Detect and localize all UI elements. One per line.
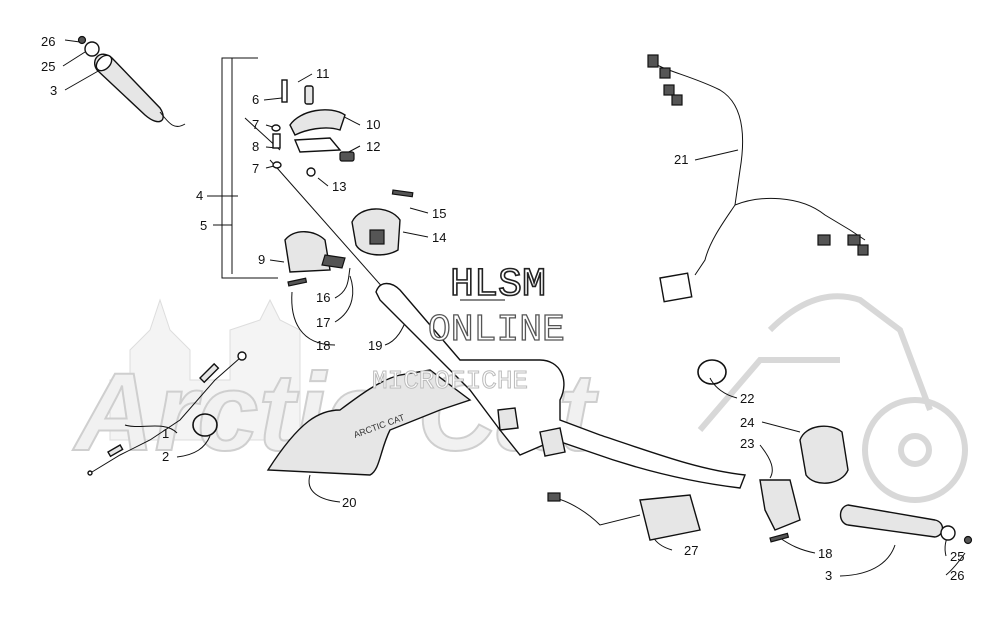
callout-9: 9 (258, 252, 265, 267)
callout-20: 20 (342, 495, 356, 510)
watermark-line-1: HLSM (450, 263, 546, 308)
callout-25-top: 25 (41, 59, 55, 74)
callout-8: 8 (252, 139, 259, 154)
wiring-harness (647, 54, 869, 303)
brake-lever-assembly (271, 79, 355, 287)
callout-7-lower: 7 (252, 161, 259, 176)
callout-10: 10 (366, 117, 380, 132)
watermark-line-3: MICROFICHE (372, 366, 528, 396)
callout-13: 13 (332, 179, 346, 194)
switch-housing (351, 189, 414, 256)
callout-21: 21 (674, 152, 688, 167)
callout-16: 16 (316, 290, 330, 305)
callout-12: 12 (366, 139, 380, 154)
callout-27: 27 (684, 543, 698, 558)
callout-15: 15 (432, 206, 446, 221)
handlebar (375, 282, 746, 489)
left-grip (77, 35, 186, 127)
callout-3-bottom: 3 (825, 568, 832, 583)
callout-19: 19 (368, 338, 382, 353)
callout-5: 5 (200, 218, 207, 233)
callout-23: 23 (740, 436, 754, 451)
callout-1: 1 (162, 426, 169, 441)
callout-18-right: 18 (818, 546, 832, 561)
callout-17: 17 (316, 315, 330, 330)
callout-2: 2 (162, 449, 169, 464)
throttle-cable (87, 351, 247, 476)
callout-14: 14 (432, 230, 446, 245)
callout-labels: 26 25 3 11 6 7 10 8 12 7 13 4 15 5 14 9 … (41, 34, 964, 583)
callout-3-top: 3 (50, 83, 57, 98)
callout-18-left: 18 (316, 338, 330, 353)
callout-22: 22 (740, 391, 754, 406)
callout-25-bottom: 25 (950, 549, 964, 564)
callout-11: 11 (316, 66, 330, 81)
callout-6: 6 (252, 92, 259, 107)
watermark-line-2: ONLINE (428, 309, 565, 352)
callout-24: 24 (740, 415, 754, 430)
callout-7-upper: 7 (252, 117, 259, 132)
callout-26-bottom: 26 (950, 568, 964, 583)
callout-4: 4 (196, 188, 203, 203)
leader-lines (62, 39, 966, 577)
handlebar-pad: ARCTIC CAT (266, 369, 472, 476)
hlsm-watermark: HLSM ONLINE MICROFICHE (372, 262, 566, 396)
right-controls (547, 359, 973, 545)
callout-26-top: 26 (41, 34, 55, 49)
